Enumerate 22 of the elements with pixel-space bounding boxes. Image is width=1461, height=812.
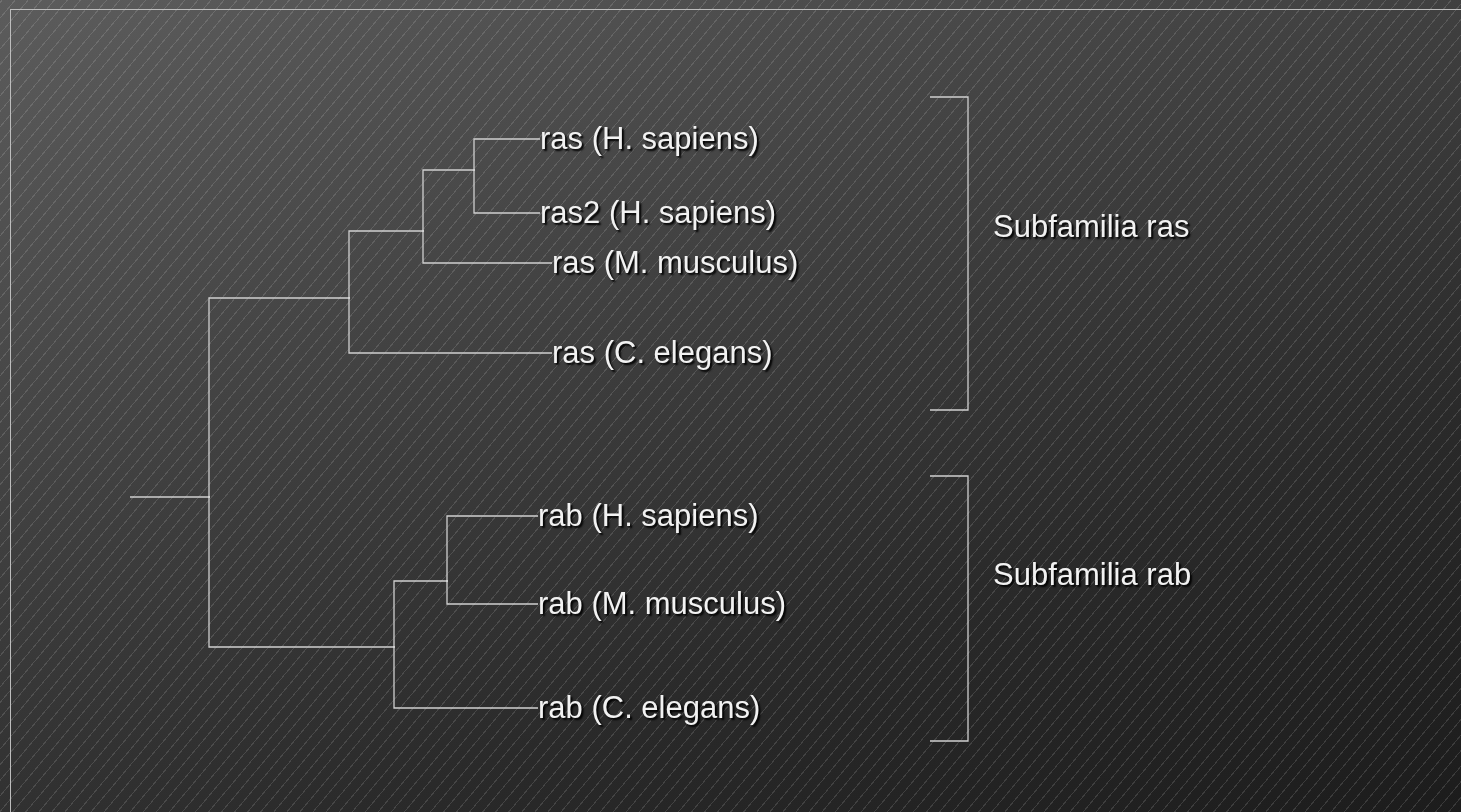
branch-line xyxy=(393,647,539,709)
species-label: ras (M. musculus) xyxy=(552,245,799,281)
branch-line xyxy=(473,170,541,214)
species-label: ras (H. sapiens) xyxy=(540,121,759,157)
branch-line xyxy=(129,496,209,498)
branch-line xyxy=(446,581,539,605)
species-label: rab (H. sapiens) xyxy=(538,498,759,534)
branch-line xyxy=(348,230,423,298)
species-label: rab (C. elegans) xyxy=(538,690,761,726)
group-label: Subfamilia rab xyxy=(993,557,1192,593)
branch-line xyxy=(208,497,394,648)
branch-line xyxy=(348,298,553,354)
branch-line xyxy=(393,580,447,647)
branch-line xyxy=(422,231,553,264)
branch-line xyxy=(473,138,541,170)
species-label: ras2 (H. sapiens) xyxy=(540,195,777,231)
species-label: ras (C. elegans) xyxy=(552,335,773,371)
species-label: rab (M. musculus) xyxy=(538,586,787,622)
branch-line xyxy=(446,515,539,581)
group-label: Subfamilia ras xyxy=(993,209,1190,245)
branch-line xyxy=(208,297,349,497)
branch-line xyxy=(422,169,474,231)
